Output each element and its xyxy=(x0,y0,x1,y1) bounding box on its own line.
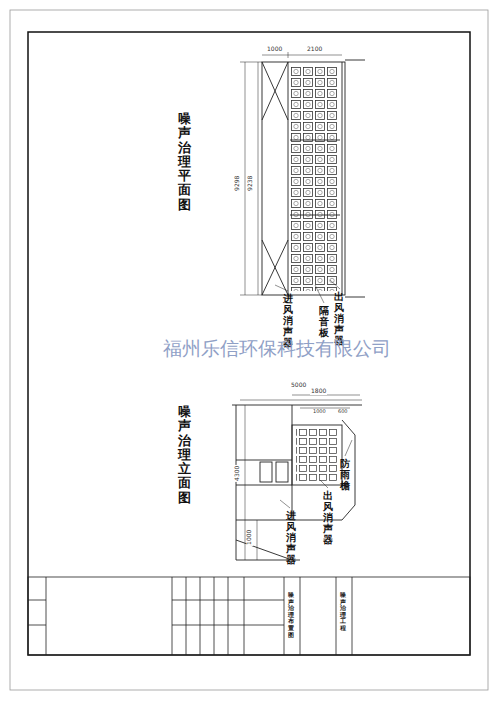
dimension: 9298 xyxy=(235,175,242,192)
dimension: 1800 xyxy=(310,388,327,395)
title-block-text: 噪声治理工程 xyxy=(340,592,346,632)
dimension: 1000 xyxy=(266,46,283,53)
watermark: 福州乐信环保科技有限公司 xyxy=(162,338,392,359)
view-title: 噪声治理立面图 xyxy=(178,405,191,505)
dimension: 9238 xyxy=(248,175,255,192)
dimension: 1000 xyxy=(247,529,254,546)
part-label: 隔音板 xyxy=(319,305,329,338)
dimension: 600 xyxy=(337,409,349,415)
title-block-text: 噪声治理布置图 xyxy=(288,592,294,638)
dimension: 4300 xyxy=(235,465,242,482)
part-label: 出风消声器 xyxy=(323,490,333,545)
part-label: 进风消声器 xyxy=(286,510,296,565)
part-label: 防雨檐 xyxy=(340,458,350,491)
dimension: 1000 xyxy=(312,409,327,415)
view-title: 噪声治理平面图 xyxy=(178,112,191,212)
dimension: 5000 xyxy=(290,382,307,389)
dimension: 2100 xyxy=(306,46,323,53)
